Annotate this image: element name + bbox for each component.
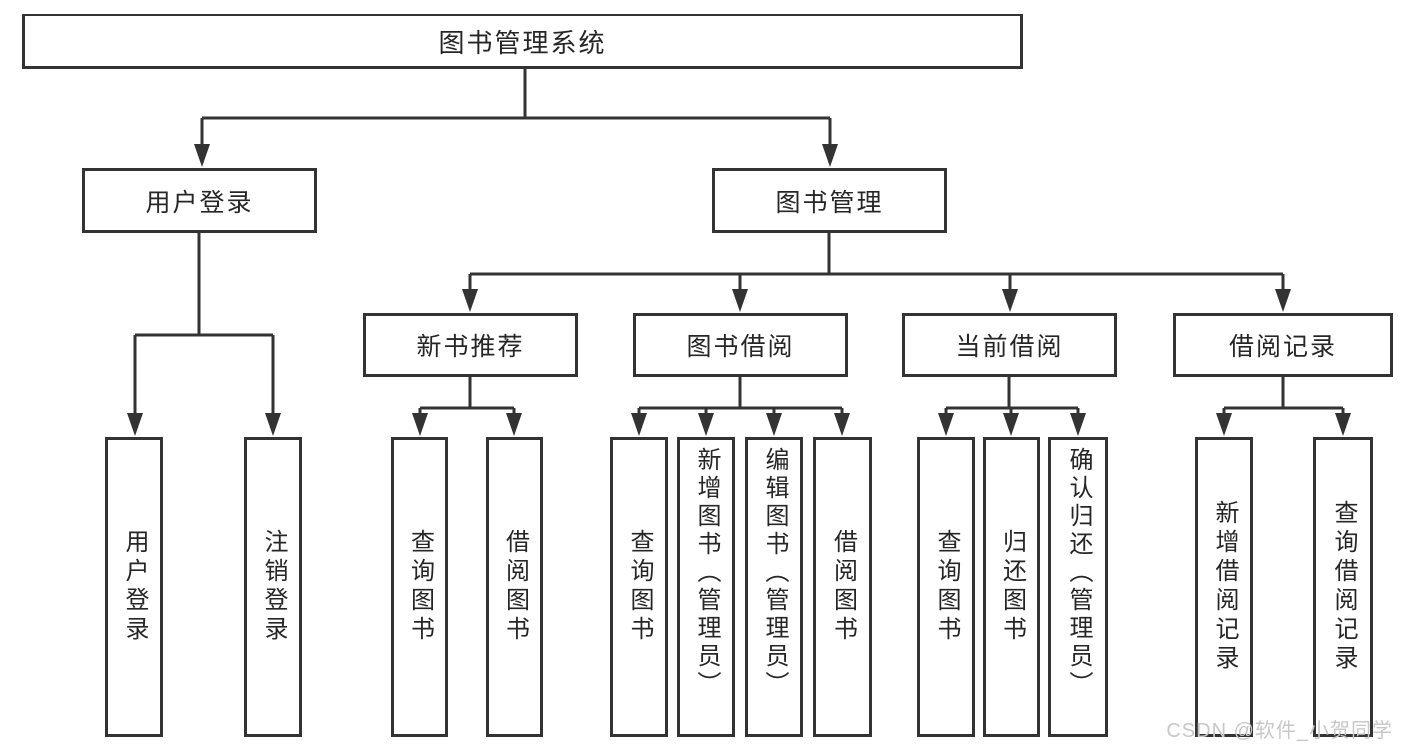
node-user-login: 用户登录: [82, 168, 317, 233]
node-borrow-records: 借阅记录: [1173, 313, 1393, 377]
leaf-logout: 注销登录: [244, 437, 302, 737]
leaf-query-books-3: 查询图书: [917, 437, 975, 737]
node-book-borrow: 图书借阅: [633, 313, 848, 377]
node-library-management-system: 图书管理系统: [22, 14, 1023, 69]
node-current-borrow: 当前借阅: [902, 313, 1117, 377]
watermark: CSDN @软件_小贺同学: [1166, 720, 1393, 742]
node-book-management: 图书管理: [712, 168, 947, 233]
leaf-confirm-return-admin: 确认归还（管理员）: [1048, 437, 1108, 737]
node-new-book-recommend: 新书推荐: [363, 313, 578, 377]
leaf-query-books-2: 查询图书: [610, 437, 668, 737]
leaf-add-books-admin: 新增图书（管理员）: [677, 437, 735, 737]
leaf-query-books-1: 查询图书: [391, 437, 448, 737]
leaf-borrow-books-1: 借阅图书: [486, 437, 543, 737]
leaf-edit-books-admin: 编辑图书（管理员）: [745, 437, 803, 737]
leaf-user-login: 用户登录: [105, 437, 163, 737]
leaf-borrow-books-2: 借阅图书: [813, 437, 872, 737]
leaf-return-books: 归还图书: [983, 437, 1040, 737]
leaf-add-borrow-record: 新增借阅记录: [1195, 437, 1253, 737]
leaf-query-borrow-record: 查询借阅记录: [1313, 437, 1373, 737]
